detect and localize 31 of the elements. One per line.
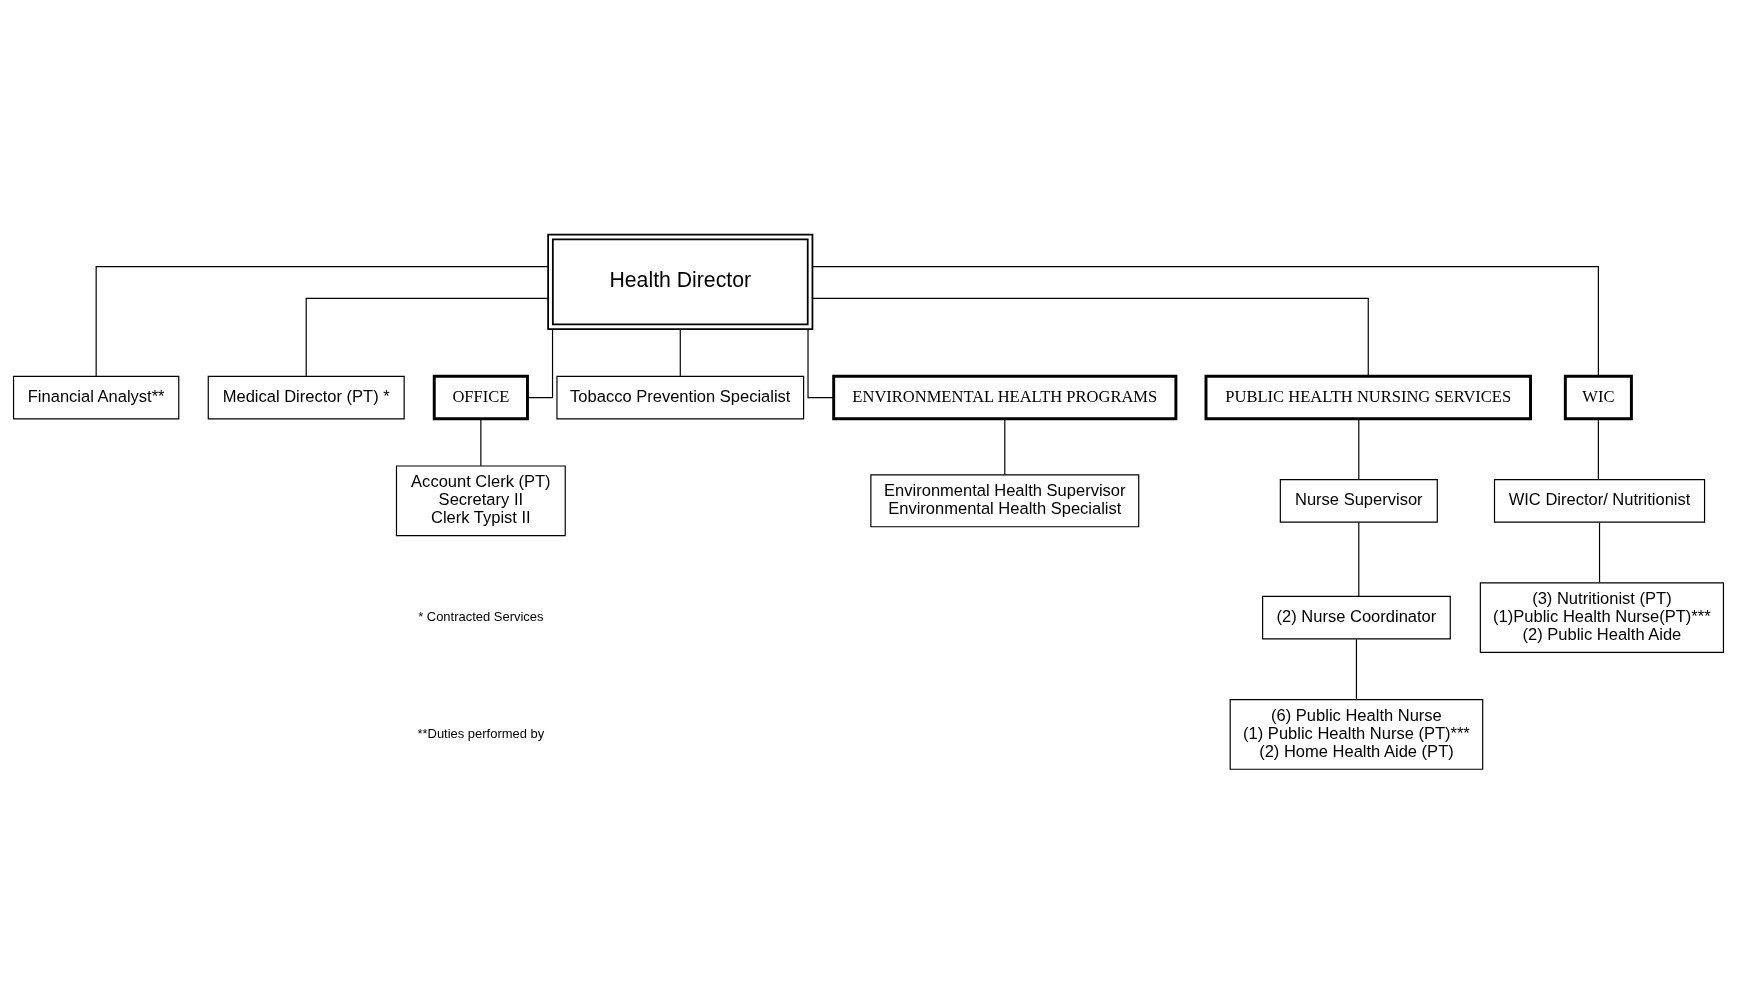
connector xyxy=(480,417,482,466)
connector xyxy=(95,265,549,377)
node-box: OFFICE xyxy=(432,374,529,420)
node-box: (2) Nurse Coordinator xyxy=(1262,595,1451,639)
node-box: Medical Director (PT) * xyxy=(207,375,405,419)
node-box: Nurse Supervisor xyxy=(1279,478,1438,523)
node-box: Financial Analyst** xyxy=(12,375,180,419)
node-box: WIC Director/ Nutritionist xyxy=(1493,478,1706,523)
connector xyxy=(807,328,834,398)
connector xyxy=(1358,521,1360,597)
node-box: (6) Public Health Nurse (1) Public Health Nurse (PT)*** (2) Home Health Aide (PT) xyxy=(1229,698,1484,770)
label: **Duties performed by xyxy=(417,725,545,741)
connector xyxy=(679,328,681,377)
node-box: Environmental Health Supervisor Environmental Health Specialist xyxy=(870,473,1140,527)
node-box: PUBLIC HEALTH NURSING SERVICES xyxy=(1204,374,1532,420)
connector xyxy=(1004,417,1006,475)
node-box: Tobacco Prevention Specialist xyxy=(556,375,805,419)
connector xyxy=(526,328,554,398)
node-box: (3) Nutritionist (PT) (1)Public Health Nurse(PT)*** (2) Public Health Aide xyxy=(1479,581,1725,653)
connector xyxy=(811,297,1369,377)
connector xyxy=(1358,417,1360,480)
node-box: Account Clerk (PT) Secretary II Clerk Typist II xyxy=(395,464,566,536)
node-box: Health Director xyxy=(547,233,814,330)
connector xyxy=(1355,638,1358,700)
connector xyxy=(812,265,1599,377)
node-box: WIC xyxy=(1563,374,1633,420)
label: * Contracted Services xyxy=(418,608,544,624)
node-box: ENVIRONMENTAL HEALTH PROGRAMS xyxy=(832,374,1178,420)
connector xyxy=(305,297,549,377)
connector xyxy=(1598,521,1601,583)
connector xyxy=(1597,417,1599,480)
